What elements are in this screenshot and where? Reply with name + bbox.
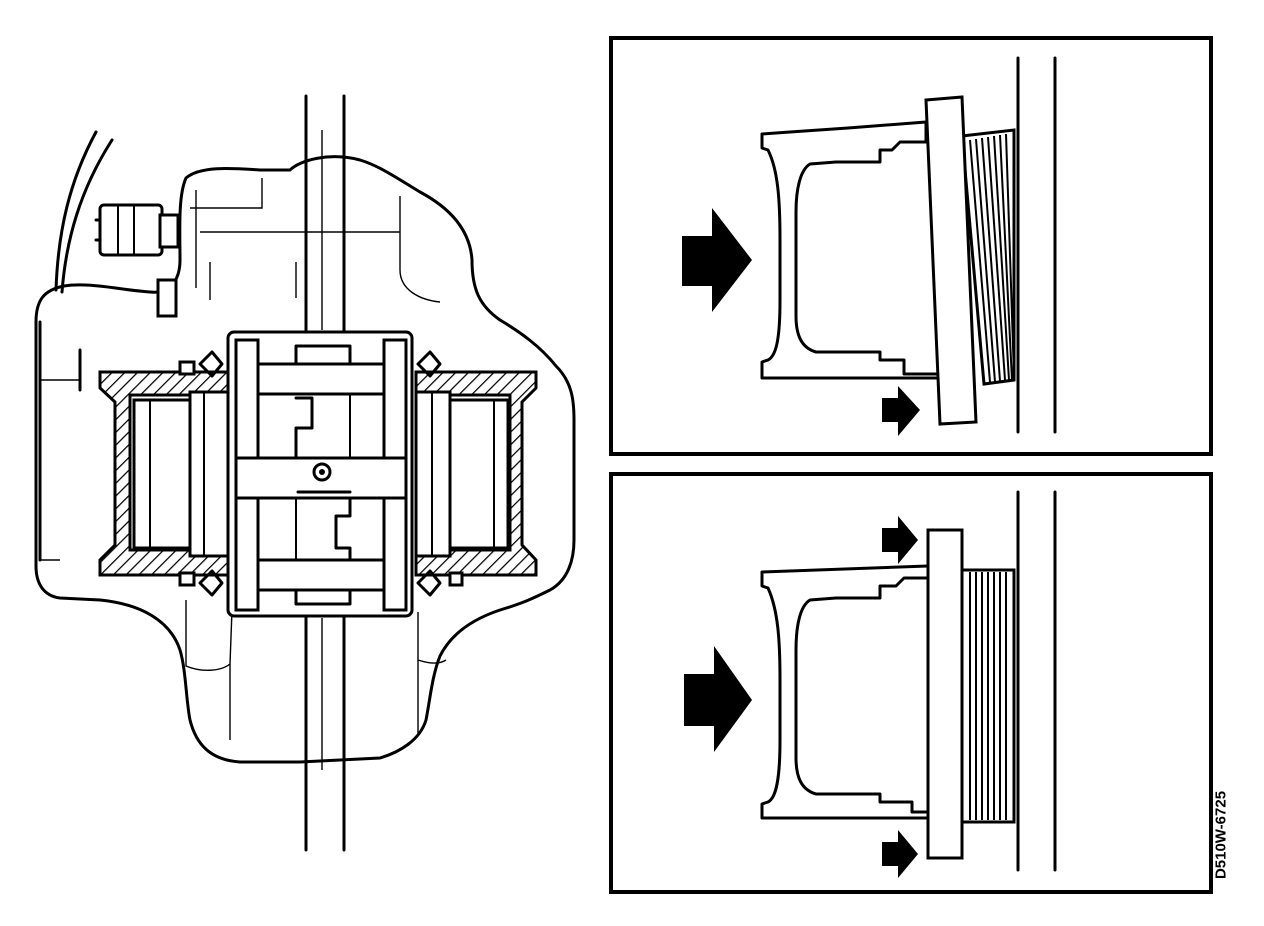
inset-piston-square — [609, 472, 1213, 894]
push-arrow-large-bottom — [684, 646, 752, 752]
push-arrow-small-top-bottom — [882, 516, 918, 564]
left-piston — [132, 398, 192, 550]
left-piston-bore — [98, 350, 232, 597]
caliper-housing — [34, 155, 576, 764]
caliper-cross-section — [34, 94, 576, 852]
inset-piston-tilted — [609, 36, 1213, 456]
brake-pad-tilted — [924, 95, 1016, 426]
pad-backing-plate — [924, 95, 978, 426]
pad-backing-plate-bottom — [926, 528, 964, 860]
push-arrow-large-top — [682, 208, 752, 312]
piston-profile-bottom — [760, 564, 930, 820]
bleeder-fitting — [94, 203, 180, 257]
piston-spreader-tool — [226, 330, 414, 618]
push-arrow-small-bottom-bottom — [882, 830, 918, 878]
right-piston — [448, 398, 510, 550]
right-piston-bore — [414, 350, 538, 597]
figure-code: D510W-6725 — [1206, 780, 1236, 890]
push-arrow-small-bottom-top — [882, 386, 920, 436]
brake-hose — [60, 138, 114, 294]
figure-code-text: D510W-6725 — [1212, 790, 1230, 880]
brake-pad-square — [926, 528, 1016, 860]
piston-profile-top — [760, 120, 938, 380]
